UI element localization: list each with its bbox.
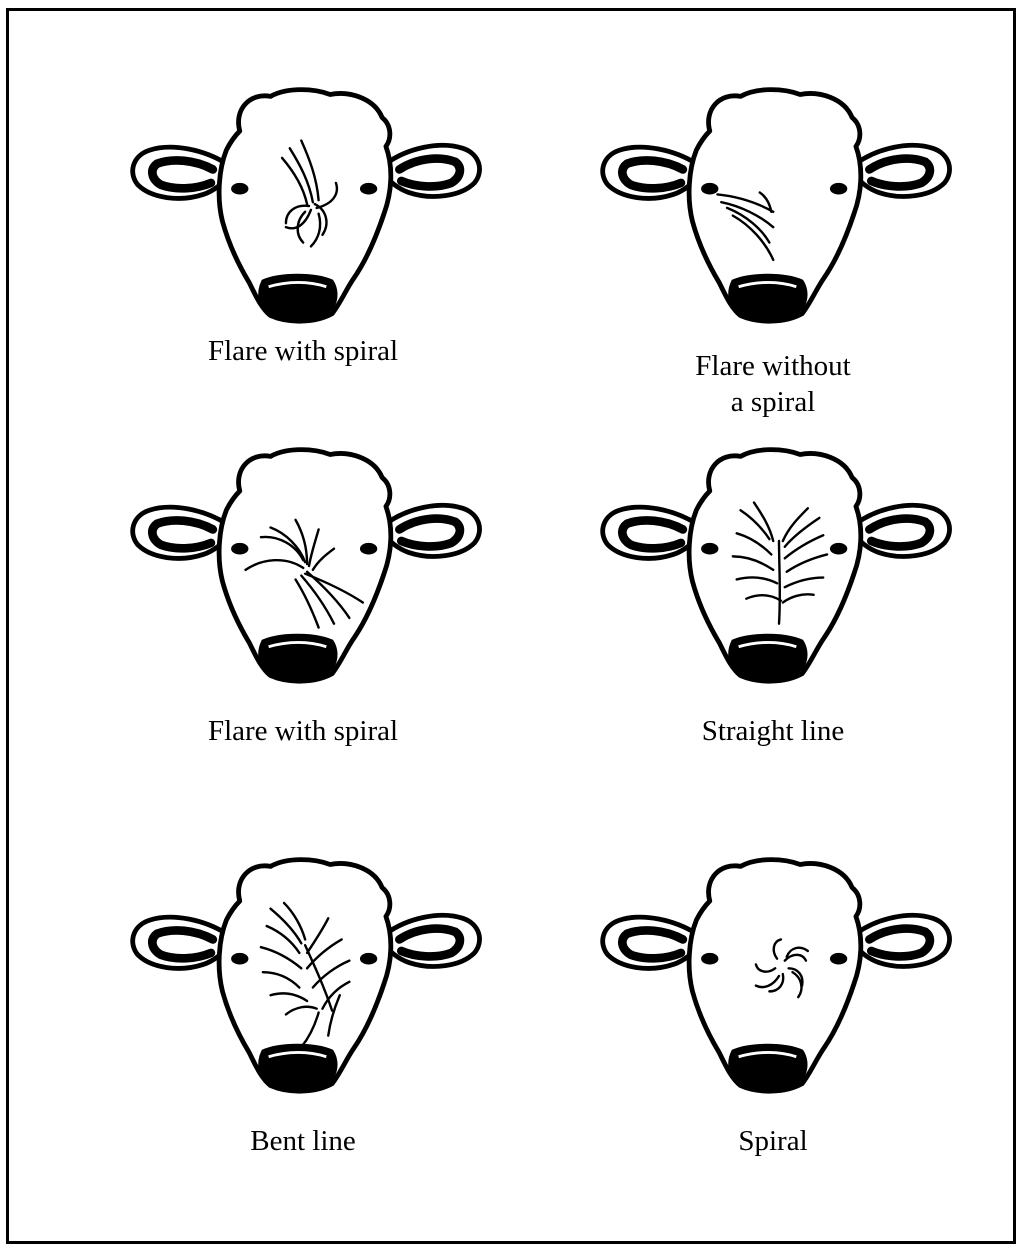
caption-line: Spiral bbox=[573, 1123, 973, 1159]
left-ear-inner bbox=[622, 160, 683, 188]
caption-line: Bent line bbox=[103, 1123, 503, 1159]
right-eye bbox=[360, 183, 377, 195]
caption-line: Flare without bbox=[573, 348, 973, 384]
panel-bent-line bbox=[109, 851, 509, 1101]
cattle-face-illustration bbox=[109, 441, 509, 691]
left-ear-inner bbox=[152, 930, 213, 958]
cattle-face-illustration bbox=[579, 851, 979, 1101]
right-ear-inner bbox=[869, 519, 930, 547]
right-ear-inner bbox=[869, 159, 930, 187]
cattle-face-illustration bbox=[109, 851, 509, 1101]
panel-caption: Flare with spiral bbox=[103, 333, 503, 369]
right-ear-inner bbox=[869, 929, 930, 957]
right-eye bbox=[830, 183, 847, 195]
panel-flare-without-spiral bbox=[579, 81, 979, 331]
left-eye bbox=[701, 953, 718, 965]
left-ear-inner bbox=[622, 520, 683, 548]
panel-spiral bbox=[579, 851, 979, 1101]
left-ear-inner bbox=[152, 160, 213, 188]
caption-line: a spiral bbox=[573, 384, 973, 420]
panel-caption: Straight line bbox=[573, 713, 973, 749]
right-eye bbox=[830, 543, 847, 555]
panel-flare-with-spiral-2 bbox=[109, 441, 509, 691]
caption-line: Flare with spiral bbox=[103, 713, 503, 749]
cattle-face-illustration bbox=[579, 81, 979, 331]
caption-line: Flare with spiral bbox=[103, 333, 503, 369]
panel-caption: Bent line bbox=[103, 1123, 503, 1159]
right-ear-inner bbox=[399, 929, 460, 957]
left-eye bbox=[701, 543, 718, 555]
panel-straight-line bbox=[579, 441, 979, 691]
panel-caption: Flare withouta spiral bbox=[573, 348, 973, 420]
panel-flare-with-spiral-1 bbox=[109, 81, 509, 331]
left-ear-inner bbox=[152, 520, 213, 548]
left-eye bbox=[231, 953, 248, 965]
right-ear-inner bbox=[399, 519, 460, 547]
left-eye bbox=[231, 543, 248, 555]
panel-caption: Spiral bbox=[573, 1123, 973, 1159]
left-ear-inner bbox=[622, 930, 683, 958]
cattle-face-illustration bbox=[579, 441, 979, 691]
left-eye bbox=[701, 183, 718, 195]
cattle-face-illustration bbox=[109, 81, 509, 331]
panel-caption: Flare with spiral bbox=[103, 713, 503, 749]
right-eye bbox=[360, 953, 377, 965]
right-eye bbox=[360, 543, 377, 555]
right-eye bbox=[830, 953, 847, 965]
right-ear-inner bbox=[399, 159, 460, 187]
hair-whorl-stroke bbox=[779, 541, 780, 624]
caption-line: Straight line bbox=[573, 713, 973, 749]
figure-frame: Flare with spiralFlare withouta spiralFl… bbox=[6, 8, 1016, 1244]
left-eye bbox=[231, 183, 248, 195]
